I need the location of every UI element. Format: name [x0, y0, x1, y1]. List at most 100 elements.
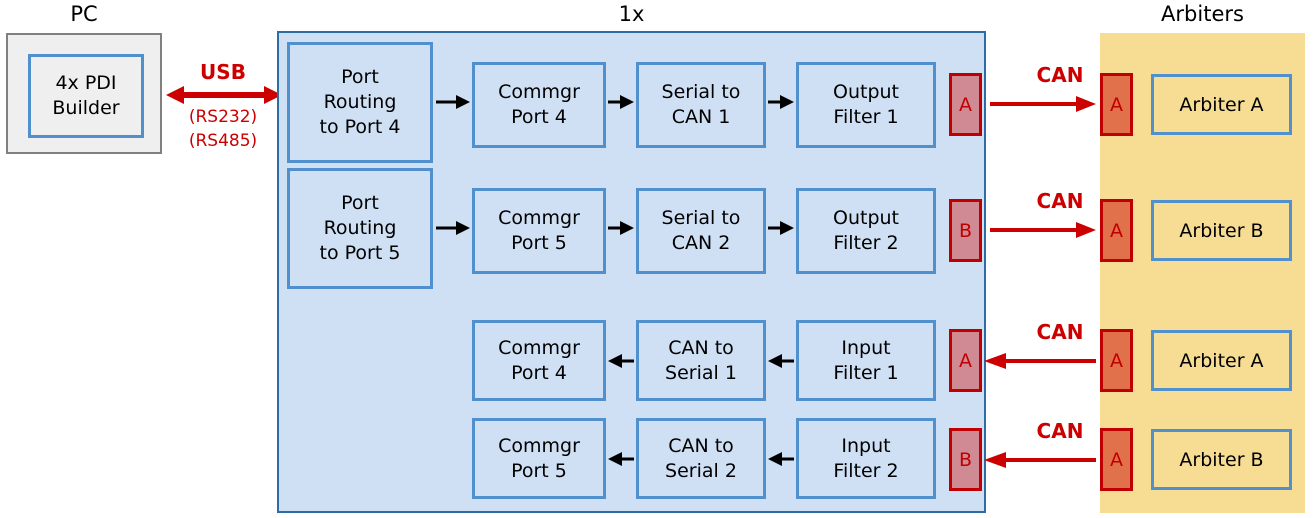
chip-left-row-2[interactable]: B	[949, 199, 982, 262]
label-line1: Commgr	[498, 336, 580, 359]
node-port-routing-to-port-4-label: Port Routing to Port 4	[320, 65, 401, 140]
node-can-to-serial-2[interactable]: CAN to Serial 2	[636, 418, 766, 499]
chip-right-row-1[interactable]: A	[1100, 73, 1133, 136]
label-line1: Output	[833, 207, 899, 229]
label-line1: Serial to	[661, 207, 741, 229]
label-line2: Serial 2	[665, 459, 737, 482]
node-commgr-port-4-out[interactable]: Commgr Port 4	[472, 62, 606, 148]
node-arbiter-a-out[interactable]: Arbiter A	[1151, 74, 1292, 135]
node-can-to-serial-1[interactable]: CAN to Serial 1	[636, 320, 766, 401]
arrow-left-icon-can-row-3	[984, 352, 1096, 370]
can-link-label-row-3: CAN	[1036, 320, 1084, 344]
label-line2: Filter 2	[833, 232, 899, 254]
label-line2: CAN 1	[671, 106, 731, 128]
node-serial-to-can-1[interactable]: Serial to CAN 1	[636, 62, 766, 148]
node-output-filter-2-label: Output Filter 2	[833, 206, 899, 256]
can-link-label-row-1: CAN	[1036, 63, 1084, 87]
node-arbiter-b-in-label: Arbiter B	[1179, 448, 1264, 471]
label-line2: CAN 2	[671, 232, 731, 254]
node-commgr-port-5-in[interactable]: Commgr Port 5	[472, 418, 606, 499]
label-line1: Commgr	[498, 434, 580, 457]
pdi-builder-node[interactable]: 4x PDI Builder	[28, 54, 144, 138]
label-line2: Port 4	[511, 361, 567, 384]
label-line2: Filter 2	[833, 459, 899, 482]
arrow-right-icon-r1-b	[608, 93, 634, 111]
node-output-filter-2[interactable]: Output Filter 2	[796, 188, 936, 274]
label-line2: Filter 1	[833, 361, 899, 384]
label-line2: Port 5	[511, 459, 567, 482]
arrow-left-icon-r4-a	[608, 450, 634, 468]
chip-left-row-4[interactable]: B	[949, 428, 982, 491]
usb-link-sublabel: (RS232) (RS485)	[168, 105, 278, 153]
node-port-routing-to-port-5-label: Port Routing to Port 5	[320, 191, 401, 266]
arrow-left-icon-can-row-4	[984, 451, 1096, 469]
node-arbiter-b-in[interactable]: Arbiter B	[1151, 429, 1292, 490]
label-line2: Filter 1	[833, 106, 899, 128]
arrow-right-icon-r2-c	[768, 219, 794, 237]
pdi-builder-label: 4x PDI Builder	[52, 71, 119, 121]
arrow-left-icon-r4-b	[768, 450, 794, 468]
node-can-to-serial-1-label: CAN to Serial 1	[665, 336, 737, 386]
label-line2: Port 5	[511, 232, 567, 254]
arrow-left-icon-r3-b	[768, 352, 794, 370]
node-input-filter-2-label: Input Filter 2	[833, 434, 898, 484]
node-commgr-port-4-in[interactable]: Commgr Port 4	[472, 320, 606, 401]
node-can-to-serial-2-label: CAN to Serial 2	[665, 434, 737, 484]
node-commgr-port-4-in-label: Commgr Port 4	[498, 336, 580, 386]
arrow-right-icon-r2-b	[608, 219, 634, 237]
arbiters-section-caption: Arbiters	[1161, 2, 1244, 26]
node-arbiter-a-out-label: Arbiter A	[1179, 93, 1264, 116]
node-serial-to-can-2[interactable]: Serial to CAN 2	[636, 188, 766, 274]
label-line1: Serial to	[661, 81, 741, 103]
node-arbiter-a-in[interactable]: Arbiter A	[1151, 330, 1292, 391]
label-line2: Serial 1	[665, 361, 737, 384]
node-serial-to-can-2-label: Serial to CAN 2	[662, 206, 741, 256]
node-port-routing-to-port-4[interactable]: Port Routing to Port 4	[287, 42, 433, 163]
chip-right-row-2[interactable]: A	[1100, 199, 1133, 262]
label-line1: Input	[841, 336, 891, 359]
pdi-builder-label-line2: Builder	[52, 97, 120, 119]
label-line2: Routing	[323, 91, 397, 113]
usb-link-label: USB	[200, 60, 246, 84]
node-commgr-port-5-out[interactable]: Commgr Port 5	[472, 188, 606, 274]
label-line1: Commgr	[498, 81, 580, 103]
node-arbiter-a-in-label: Arbiter A	[1179, 349, 1264, 372]
label-line1: Output	[833, 81, 899, 103]
node-arbiter-b-out-label: Arbiter B	[1179, 219, 1264, 242]
chip-right-row-4[interactable]: A	[1100, 428, 1133, 491]
chip-left-row-1[interactable]: A	[949, 73, 982, 136]
label-line1: CAN to	[668, 336, 734, 359]
usb-sublabel-rs485: (RS485)	[188, 131, 258, 151]
label-line3: to Port 5	[319, 242, 401, 264]
can-link-label-row-4: CAN	[1036, 419, 1084, 443]
can-link-label-row-2: CAN	[1036, 189, 1084, 213]
label-line1: Port	[341, 192, 379, 214]
label-line2: Port 4	[511, 106, 567, 128]
node-commgr-port-5-out-label: Commgr Port 5	[498, 206, 580, 256]
label-line1: Input	[841, 434, 891, 457]
node-input-filter-1[interactable]: Input Filter 1	[796, 320, 936, 401]
pc-group: 4x PDI Builder	[6, 33, 162, 154]
label-line3: to Port 4	[319, 116, 401, 138]
arrow-right-icon-can-row-1	[990, 95, 1096, 113]
arrow-right-icon-r1-c	[768, 93, 794, 111]
chip-right-row-3[interactable]: A	[1100, 329, 1133, 392]
node-output-filter-1[interactable]: Output Filter 1	[796, 62, 936, 148]
usb-sublabel-rs232: (RS232)	[188, 107, 258, 127]
node-input-filter-2[interactable]: Input Filter 2	[796, 418, 936, 499]
arrow-right-icon-r1-a	[436, 93, 470, 111]
chip-left-row-3[interactable]: A	[949, 329, 982, 392]
pdi-builder-label-line1: 4x PDI	[55, 72, 117, 94]
onex-section-caption: 1x	[618, 2, 645, 26]
node-output-filter-1-label: Output Filter 1	[833, 80, 899, 130]
arrow-right-icon-r2-a	[436, 219, 470, 237]
arrow-left-icon-r3-a	[608, 352, 634, 370]
label-line1: Port	[341, 66, 379, 88]
node-arbiter-b-out[interactable]: Arbiter B	[1151, 200, 1292, 261]
node-port-routing-to-port-5[interactable]: Port Routing to Port 5	[287, 168, 433, 289]
label-line1: CAN to	[668, 434, 734, 457]
node-serial-to-can-1-label: Serial to CAN 1	[662, 80, 741, 130]
node-commgr-port-5-in-label: Commgr Port 5	[498, 434, 580, 484]
node-commgr-port-4-out-label: Commgr Port 4	[498, 80, 580, 130]
label-line1: Commgr	[498, 207, 580, 229]
